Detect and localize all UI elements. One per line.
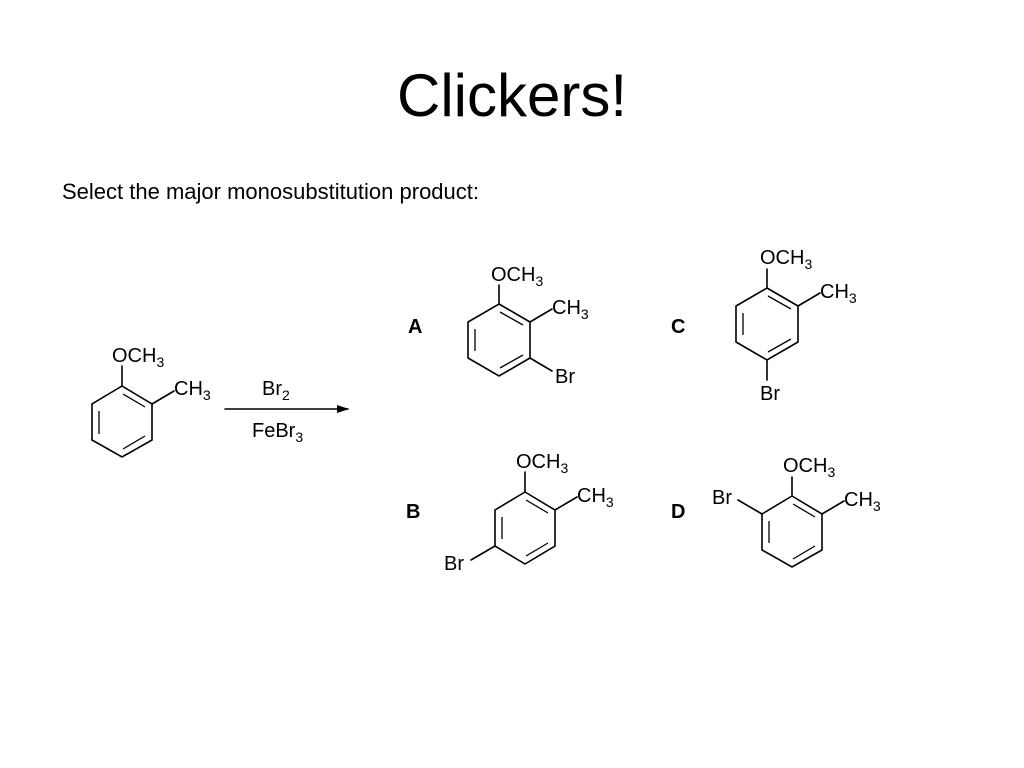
formula-text: OCH — [516, 451, 560, 473]
choice-b[interactable]: B OCH3​ CH3​ Br — [406, 451, 614, 575]
subscript-digit: 3 — [156, 354, 164, 370]
subscript-digit: 3 — [535, 273, 543, 289]
substituent-text: OCH3​ — [783, 455, 835, 480]
formula-text: OCH — [112, 345, 156, 367]
substituent-text: CH3​ — [844, 489, 881, 514]
choice-d-och3-label: OCH3​ — [783, 455, 835, 480]
choice-c-ch3-label: CH3​ — [820, 281, 857, 306]
choice-b-label: B — [406, 501, 420, 523]
formula-text: CH — [844, 489, 873, 511]
slide-title: Clickers! — [396, 62, 627, 129]
subscript-digit: 3 — [849, 290, 857, 306]
formula-text: CH — [174, 378, 203, 400]
starting-material-och3-label: OCH3​ — [112, 345, 164, 370]
choice-c[interactable]: C OCH3​ CH3​ Br — [671, 247, 857, 405]
choice-d-label: D — [671, 501, 685, 523]
reagent-below-label: FeBr3​ — [252, 420, 303, 445]
choice-d-ch3-label: CH3​ — [844, 489, 881, 514]
choice-b-ch3-label: CH3​ — [577, 485, 614, 510]
choice-a-label: A — [408, 316, 422, 338]
formula-text: OCH — [783, 455, 827, 477]
substituent-text: CH3​ — [552, 297, 589, 322]
subscript-digit: 3 — [581, 306, 589, 322]
subscript-digit: 3 — [606, 494, 614, 510]
substituent-text: CH3​ — [820, 281, 857, 306]
formula-text: Br — [262, 378, 282, 400]
substituent-text: OCH3​ — [491, 264, 543, 289]
subscript-digit: 3 — [804, 256, 812, 272]
reaction-arrow-group: Br2​ FeBr3​ — [224, 378, 349, 445]
formula-text: OCH — [760, 247, 804, 269]
choice-c-br-label: Br — [760, 383, 780, 405]
subscript-digit: 3 — [827, 464, 835, 480]
choice-b-och3-label: OCH3​ — [516, 451, 568, 476]
choice-a-och3-label: OCH3​ — [491, 264, 543, 289]
formula-text: OCH — [491, 264, 535, 286]
starting-material-ch3-label: CH3​ — [174, 378, 211, 403]
subscript-digit: 3 — [873, 498, 881, 514]
choice-d-br-label: Br — [712, 487, 732, 509]
substituent-text: OCH3​ — [112, 345, 164, 370]
choice-a-br-label: Br — [555, 366, 575, 388]
formula-text: CH — [577, 485, 606, 507]
choice-a-ch3-label: CH3​ — [552, 297, 589, 322]
reagent-above-label: Br2​ — [262, 378, 290, 403]
substituent-text: OCH3​ — [760, 247, 812, 272]
question-prompt: Select the major monosubstitution produc… — [62, 179, 480, 204]
formula-text: FeBr — [252, 420, 296, 442]
choice-c-och3-label: OCH3​ — [760, 247, 812, 272]
substituent-text: OCH3​ — [516, 451, 568, 476]
choice-c-label: C — [671, 316, 685, 338]
formula-text: CH — [552, 297, 581, 319]
choice-a[interactable]: A OCH3​ CH3​ Br — [408, 264, 589, 388]
subscript-digit: 2 — [282, 387, 290, 403]
formula-text: CH — [820, 281, 849, 303]
subscript-digit: 3 — [560, 460, 568, 476]
subscript-digit: 3 — [295, 429, 303, 445]
substituent-text: CH3​ — [577, 485, 614, 510]
choice-b-br-label: Br — [444, 553, 464, 575]
substituent-text: CH3​ — [174, 378, 211, 403]
starting-material-molecule: OCH3​ CH3​ — [91, 345, 211, 458]
choice-d[interactable]: D OCH3​ CH3​ Br — [671, 455, 881, 568]
subscript-digit: 3 — [203, 387, 211, 403]
